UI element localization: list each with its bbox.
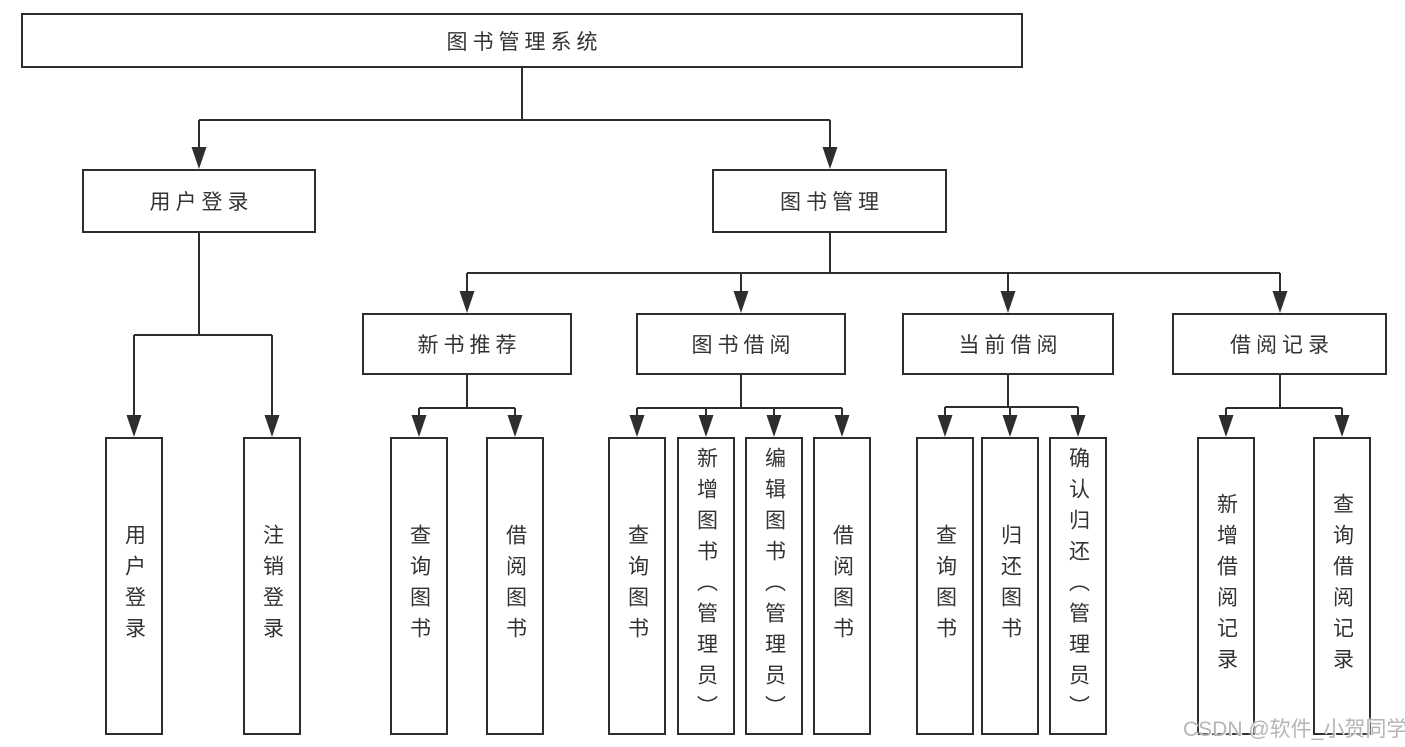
- arrowhead: [1334, 415, 1350, 437]
- leaf-add-books-admin: 新增图书（管理员）: [677, 437, 735, 735]
- arrowhead: [1070, 415, 1086, 437]
- node-current-borrow: 当前借阅: [902, 313, 1114, 375]
- arrowhead: [834, 415, 850, 437]
- arrowheads: [126, 147, 1350, 437]
- node-label: 新书推荐: [417, 334, 522, 357]
- node-label: 查询图书: [933, 524, 957, 648]
- arrowhead: [937, 415, 953, 437]
- leaf-confirm-return-admin: 确认归还（管理员）: [1049, 437, 1107, 735]
- arrowhead: [1000, 291, 1016, 313]
- node-label: 归还图书: [998, 524, 1022, 648]
- node-borrow-records: 借阅记录: [1172, 313, 1387, 375]
- leaf-logout: 注销登录: [243, 437, 301, 735]
- node-label: 图书借阅: [691, 334, 796, 357]
- node-root-library-system: 图书管理系统: [21, 13, 1023, 68]
- arrowhead: [766, 415, 782, 437]
- arrowhead: [733, 291, 749, 313]
- arrowhead: [1218, 415, 1234, 437]
- node-book-management: 图书管理: [712, 169, 947, 233]
- arrowhead: [629, 415, 645, 437]
- leaf-return-books: 归还图书: [981, 437, 1039, 735]
- arrowhead: [264, 415, 280, 437]
- node-label: 用户登录: [122, 524, 146, 648]
- node-label: 用户登录: [149, 191, 254, 214]
- node-label: 新增借阅记录: [1214, 493, 1238, 679]
- node-new-book-recommend: 新书推荐: [362, 313, 572, 375]
- node-label: 借阅记录: [1230, 334, 1334, 357]
- leaf-user-login: 用户登录: [105, 437, 163, 735]
- node-label: 查询图书: [407, 524, 431, 648]
- arrowhead: [698, 415, 714, 437]
- connector-paths: [133, 68, 1343, 418]
- node-label: 查询借阅记录: [1330, 493, 1354, 679]
- leaf-query-books-recommend: 查询图书: [390, 437, 448, 735]
- node-label: 新增图书（管理员）: [694, 446, 718, 726]
- arrowhead: [411, 415, 427, 437]
- node-label: 确认归还（管理员）: [1066, 446, 1090, 726]
- node-label: 借阅图书: [830, 524, 854, 648]
- leaf-edit-books-admin: 编辑图书（管理员）: [745, 437, 803, 735]
- leaf-query-books-borrow: 查询图书: [608, 437, 666, 735]
- arrowhead: [822, 147, 838, 169]
- node-label: 查询图书: [625, 524, 649, 648]
- leaf-query-borrow-record: 查询借阅记录: [1313, 437, 1371, 735]
- arrowhead: [1002, 415, 1018, 437]
- node-user-login: 用户登录: [82, 169, 316, 233]
- arrowhead: [126, 415, 142, 437]
- leaf-borrow-books: 借阅图书: [813, 437, 871, 735]
- node-label: 图书管理: [780, 191, 884, 214]
- node-label: 编辑图书（管理员）: [762, 446, 786, 726]
- arrowhead: [1272, 291, 1288, 313]
- arrowhead: [191, 147, 207, 169]
- arrowhead: [507, 415, 523, 437]
- node-label: 借阅图书: [503, 524, 527, 648]
- arrowhead: [459, 291, 475, 313]
- node-label: 当前借阅: [958, 334, 1063, 357]
- node-book-borrow: 图书借阅: [636, 313, 846, 375]
- leaf-borrow-books-recommend: 借阅图书: [486, 437, 544, 735]
- leaf-add-borrow-record: 新增借阅记录: [1197, 437, 1255, 735]
- node-label: 图书管理系统: [446, 30, 603, 54]
- leaf-query-books-current: 查询图书: [916, 437, 974, 735]
- node-label: 注销登录: [260, 524, 284, 648]
